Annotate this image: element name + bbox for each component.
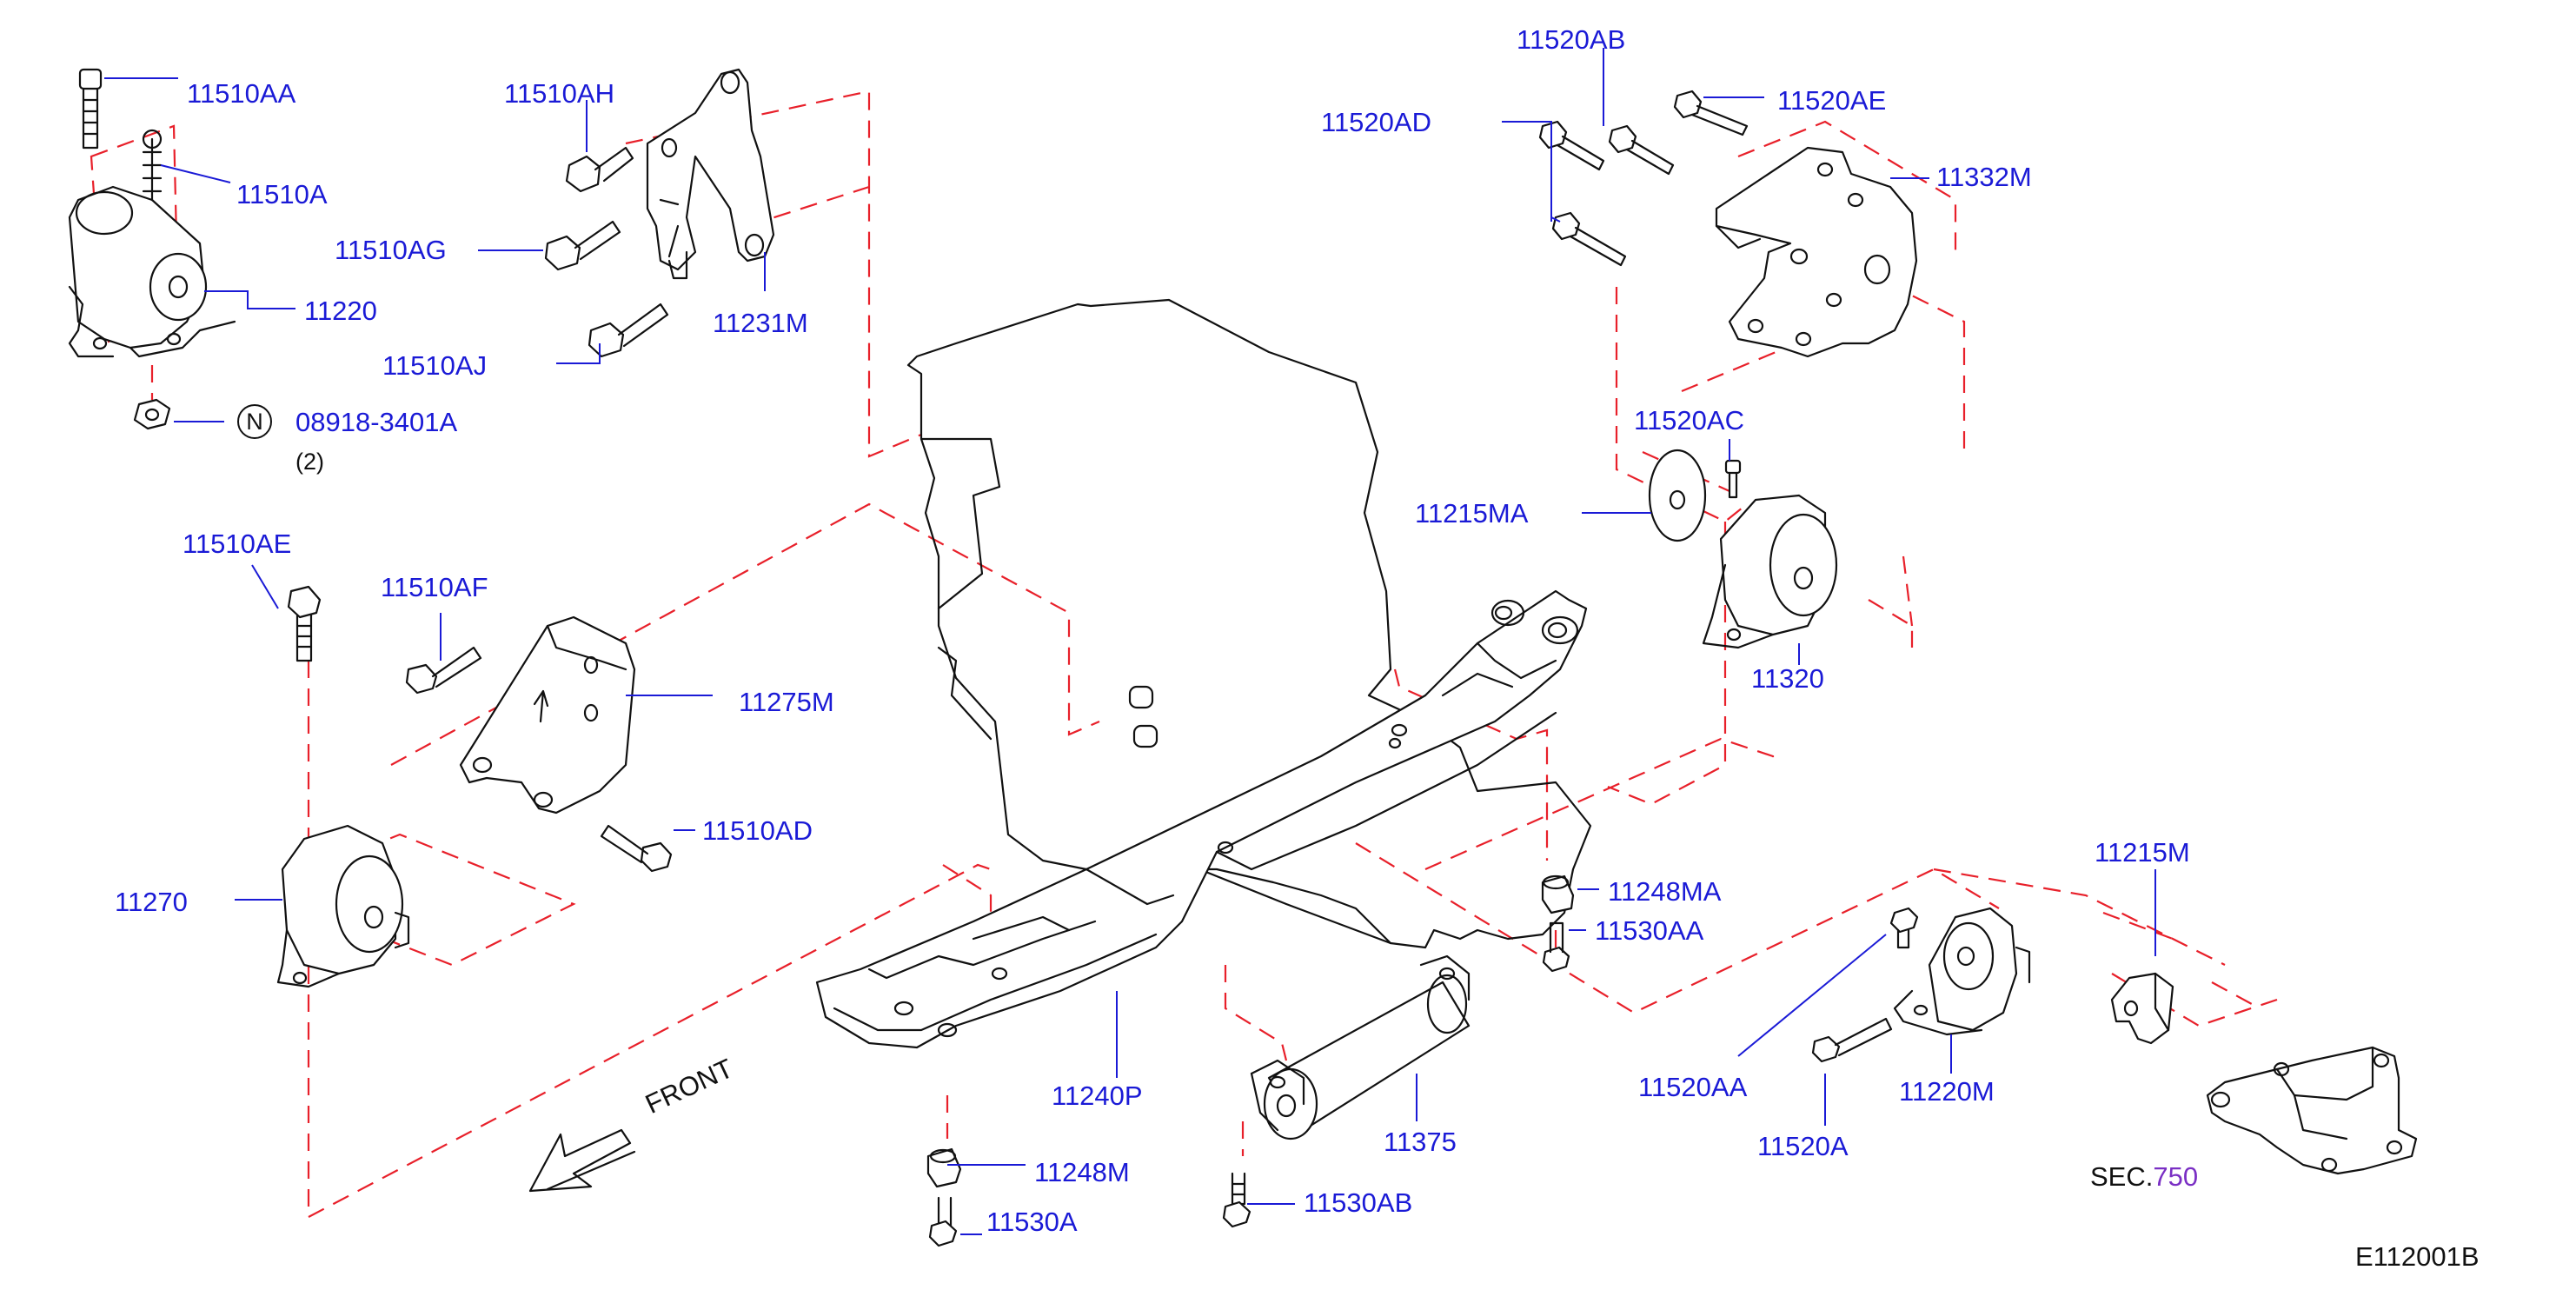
insulator-11220m xyxy=(1893,907,2031,1036)
bolt-11530a xyxy=(928,1196,958,1247)
bolt-11510aj xyxy=(588,303,669,358)
bolt-11510ad xyxy=(600,824,673,873)
front-arrow-icon xyxy=(528,1128,636,1193)
callout-11520ae[interactable]: 11520AE xyxy=(1777,85,1887,116)
bolt-11520ab xyxy=(1608,124,1675,176)
bracket-11332m xyxy=(1715,146,1918,358)
callout-08918-3401a[interactable]: 08918-3401A xyxy=(295,407,458,437)
callout-11520ac[interactable]: 11520AC xyxy=(1634,405,1744,436)
nut-quantity: (2) xyxy=(295,449,324,475)
section-prefix: SEC. xyxy=(2090,1161,2154,1192)
callout-11510aj[interactable]: 11510AJ xyxy=(382,350,488,381)
callout-11215ma[interactable]: 11215MA xyxy=(1415,498,1529,529)
callout-11520aa[interactable]: 11520AA xyxy=(1638,1072,1748,1102)
callout-leader-lines xyxy=(104,48,2156,1235)
callout-11520a[interactable]: 11520A xyxy=(1757,1131,1849,1161)
stopper-11215m xyxy=(2110,972,2174,1045)
callout-11375[interactable]: 11375 xyxy=(1384,1127,1457,1157)
nut-08918-3401a xyxy=(133,398,171,430)
callout-11530ab[interactable]: 11530AB xyxy=(1304,1187,1413,1218)
nut-symbol-badge: N xyxy=(237,404,272,439)
bolt-11530aa xyxy=(1542,921,1570,973)
callout-11240p[interactable]: 11240P xyxy=(1052,1081,1143,1111)
bracket-11231m xyxy=(646,68,775,280)
callout-11520ab[interactable]: 11520AB xyxy=(1517,24,1626,55)
bolt-11520aa xyxy=(1889,907,1919,949)
stopper-11248m xyxy=(926,1147,962,1188)
stopper-11248ma xyxy=(1541,874,1575,914)
insulator-11320 xyxy=(1702,494,1838,649)
bolt-11520ae xyxy=(1673,90,1749,136)
callout-11332m[interactable]: 11332M xyxy=(1936,162,2032,192)
callout-11510a[interactable]: 11510A xyxy=(236,179,328,209)
catalog-code: E112001B xyxy=(2355,1241,2480,1272)
callout-11530a[interactable]: 11530A xyxy=(986,1207,1078,1237)
washer-11215ma xyxy=(1648,449,1707,542)
bolt-11510ah xyxy=(565,146,634,193)
bolt-11510ae xyxy=(287,585,322,662)
callout-11530aa[interactable]: 11530AA xyxy=(1595,915,1704,946)
callout-11248ma[interactable]: 11248MA xyxy=(1608,876,1722,907)
bolt-11520ac xyxy=(1724,459,1742,499)
bolt-11510ag xyxy=(544,220,621,271)
bolt-11520ad xyxy=(1538,120,1627,267)
section-number: 750 xyxy=(2153,1161,2199,1192)
bolt-11510aa xyxy=(78,68,103,150)
bolt-11520a xyxy=(1811,1017,1893,1063)
insulator-11220 xyxy=(68,129,236,358)
section-reference-link[interactable]: SEC.750 xyxy=(2090,1163,2198,1190)
callout-11510aa[interactable]: 11510AA xyxy=(187,78,296,109)
insulator-11270 xyxy=(276,824,410,988)
callout-11320[interactable]: 11320 xyxy=(1751,663,1824,694)
crossmember-11240p xyxy=(815,589,1588,1049)
callout-11231m[interactable]: 11231M xyxy=(713,308,808,338)
bolt-11510af xyxy=(405,646,482,695)
callout-11510ah[interactable]: 11510AH xyxy=(504,78,614,109)
bolt-11530ab xyxy=(1222,1172,1251,1228)
bracket-sec750 xyxy=(2206,1046,2418,1175)
callout-11275m[interactable]: 11275M xyxy=(739,687,834,717)
engine-block-outline xyxy=(906,298,1592,949)
callout-11510ag[interactable]: 11510AG xyxy=(335,235,447,265)
callout-11520ad[interactable]: 11520AD xyxy=(1321,107,1431,137)
callout-11510ae[interactable]: 11510AE xyxy=(183,529,292,559)
callout-11220m[interactable]: 11220M xyxy=(1899,1076,1995,1107)
damper-11375 xyxy=(1250,954,1471,1140)
callout-11215m[interactable]: 11215M xyxy=(2095,837,2190,868)
callout-11510af[interactable]: 11510AF xyxy=(381,572,488,602)
callout-11270[interactable]: 11270 xyxy=(115,887,188,917)
callout-11220[interactable]: 11220 xyxy=(304,296,377,326)
callout-11510ad[interactable]: 11510AD xyxy=(702,815,813,846)
callout-11248m[interactable]: 11248M xyxy=(1034,1157,1130,1187)
bracket-11275m xyxy=(459,615,636,815)
